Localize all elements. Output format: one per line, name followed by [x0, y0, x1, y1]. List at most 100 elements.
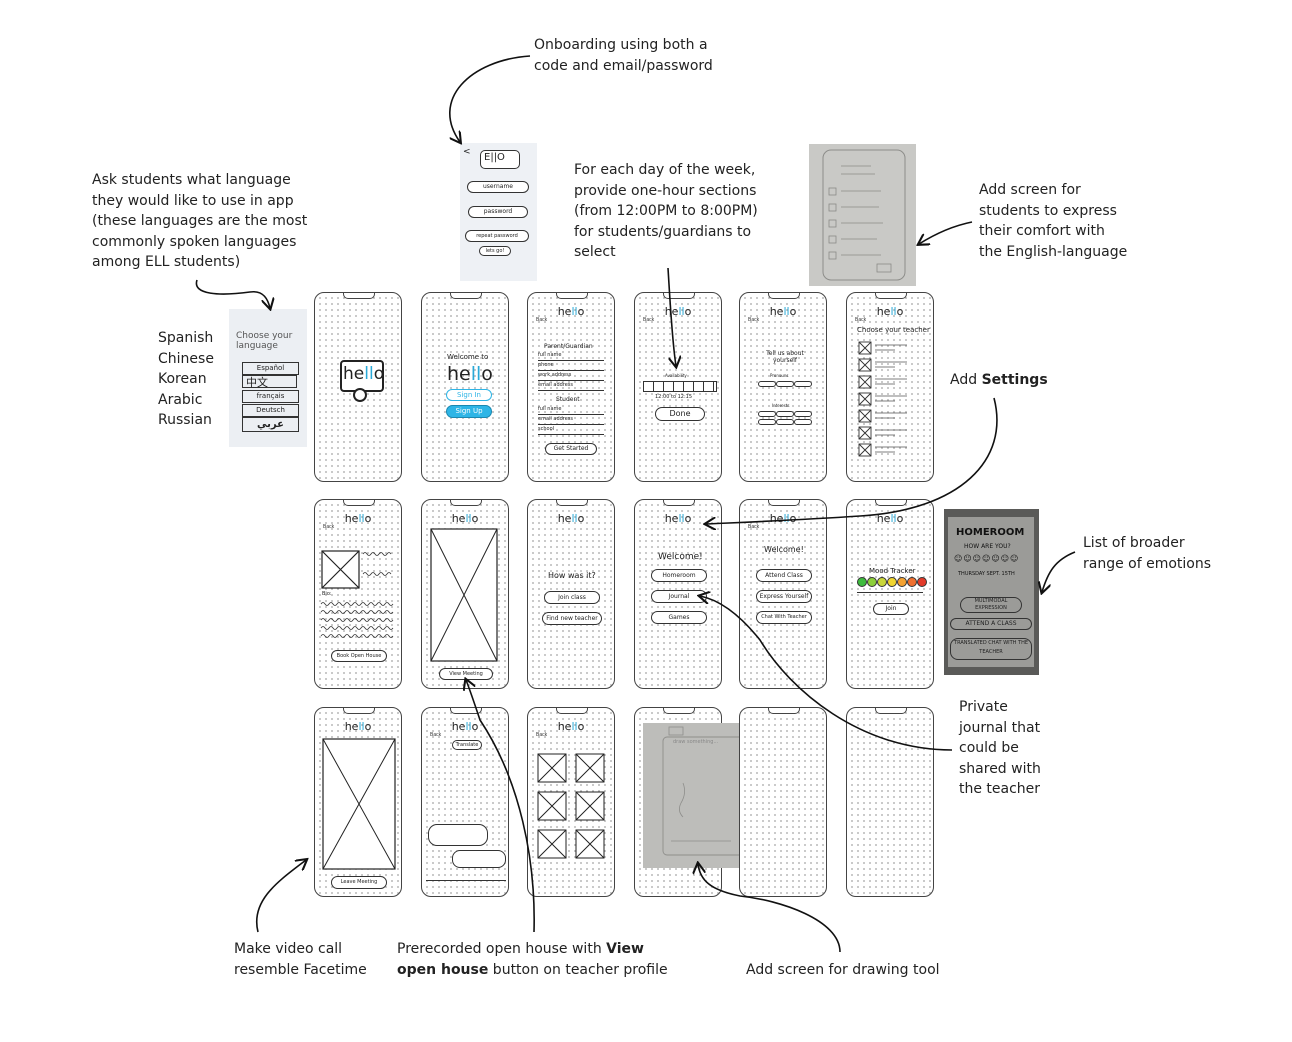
language-option-2: 中文 — [242, 375, 297, 389]
sign-up-button[interactable]: Sign Up — [446, 405, 492, 418]
profile-logo-o: o — [364, 512, 372, 525]
video-logo-he: he — [451, 512, 466, 525]
emotions-title: HOMEROOM — [956, 527, 1025, 538]
video-placeholder — [430, 528, 498, 662]
teacher-list-logo-ll: ll — [890, 305, 897, 318]
mood-logo: hello — [847, 512, 933, 525]
note-open-house-1: Prerecorded open house with — [397, 941, 607, 957]
about-pronoun-2[interactable] — [776, 381, 794, 387]
about-interest-6[interactable] — [794, 419, 812, 425]
about-interest-5[interactable] — [776, 419, 794, 425]
chat-back[interactable]: Back — [430, 732, 442, 738]
mood-face[interactable] — [917, 577, 927, 587]
mood-faces — [857, 577, 929, 587]
availability-done-button[interactable]: Done — [655, 407, 705, 421]
availability-back[interactable]: Back — [643, 317, 655, 323]
profile-photo-placeholder — [321, 550, 360, 589]
wireframe-availability: hello Back Availability 12:00 to 12:15 D… — [634, 292, 722, 482]
mood-logo-he: he — [876, 512, 891, 525]
chat-logo-he: he — [451, 720, 466, 733]
leave-meeting-button[interactable]: Leave Meeting — [331, 876, 387, 889]
note-availability: For each day of the week, provide one-ho… — [574, 162, 758, 260]
profile-logo-he: he — [344, 512, 359, 525]
attend-class-button[interactable]: Attend Class — [756, 569, 812, 582]
welcome-logo-o: o — [481, 363, 493, 385]
express-yourself-button[interactable]: Express Yourself — [756, 590, 812, 603]
homeroom-back[interactable]: Back — [748, 524, 760, 530]
home-logo-o: o — [684, 512, 692, 525]
about-interest-3[interactable] — [794, 411, 812, 417]
games-logo: hello — [528, 720, 614, 733]
welcome-logo: hello — [447, 363, 493, 385]
language-option-3: français — [242, 390, 299, 403]
note-drawing-tool: Add screen for drawing tool — [746, 962, 940, 978]
wireframe-splash: hello — [314, 292, 402, 482]
home-logo-he: he — [664, 512, 679, 525]
english-comfort-sketch — [822, 149, 906, 281]
get-started-button[interactable]: Get Started — [545, 443, 597, 455]
games-button[interactable]: Games — [651, 611, 707, 624]
about-interest-4[interactable] — [758, 419, 776, 425]
wireframe-homeroom: hello Back Welcome! Attend Class Express… — [739, 499, 827, 689]
profile-logo: hello — [315, 512, 401, 525]
teacher-list-logo-o: o — [896, 305, 904, 318]
about-pronoun-3[interactable] — [794, 381, 812, 387]
about-pronoun-1[interactable] — [758, 381, 776, 387]
book-open-house-button[interactable]: Book Open House — [331, 650, 387, 662]
availability-time: 12:00 to 12:15 — [655, 394, 693, 400]
about-back[interactable]: Back — [748, 317, 760, 323]
note-settings-prefix: Add — [950, 372, 982, 388]
registration-school: school — [538, 426, 555, 432]
note-settings-bold: Settings — [981, 372, 1048, 388]
about-interest-1[interactable] — [758, 411, 776, 417]
arrow-onboarding — [449, 55, 531, 142]
home-welcome: Welcome! — [658, 552, 703, 562]
teacher-list-items — [858, 341, 907, 457]
wireframe-video-call: hello Leave Meeting — [314, 707, 402, 897]
drawing-prompt: draw something... — [673, 739, 719, 745]
arrow-open-house — [466, 680, 535, 933]
mood-face[interactable] — [887, 577, 897, 587]
arrow-journal — [700, 596, 953, 751]
mood-join-button[interactable]: Join — [873, 603, 909, 615]
availability-day-grid — [643, 381, 717, 392]
feedback-title: How was it? — [548, 571, 596, 580]
sign-in-button[interactable]: Sign In — [446, 389, 492, 401]
chat-input-line — [426, 880, 506, 881]
games-back[interactable]: Back — [536, 732, 548, 738]
teacher-list-logo-he: he — [876, 305, 891, 318]
games-logo-o: o — [577, 720, 585, 733]
mood-face[interactable] — [877, 577, 887, 587]
wireframe-about: hello Back Tell us about yourself Pronou… — [739, 292, 827, 482]
registration-phone: phone — [538, 362, 554, 368]
home-logo: hello — [635, 512, 721, 525]
mood-face[interactable] — [857, 577, 867, 587]
journal-button[interactable]: Journal — [651, 590, 707, 603]
wireframe-welcome: Welcome to hello Sign In Sign Up — [421, 292, 509, 482]
mood-face[interactable] — [867, 577, 877, 587]
language-option-5: عربي — [242, 417, 299, 432]
homeroom-button[interactable]: Homeroom — [651, 569, 707, 582]
chat-with-teacher-button[interactable]: Chat With Teacher — [756, 611, 812, 624]
find-new-teacher-button[interactable]: Find new teacher — [542, 612, 602, 625]
video-logo-o: o — [471, 512, 479, 525]
profile-back[interactable]: Back — [323, 524, 335, 530]
emotions-date: THURSDAY SEPT. 15TH — [958, 571, 1015, 577]
emotions-subtitle: HOW ARE YOU? — [964, 543, 1011, 550]
video-logo-ll: ll — [465, 512, 472, 525]
join-class-button[interactable]: Join class — [544, 591, 600, 604]
mood-face[interactable] — [897, 577, 907, 587]
drawing-photo: draw something... — [643, 723, 750, 868]
registration-back[interactable]: Back — [536, 317, 548, 323]
back-arrow-icon: < — [463, 147, 471, 157]
note-english-comfort: Add screen for students to express their… — [979, 182, 1128, 260]
translate-button[interactable]: Translate — [452, 740, 482, 750]
registration-line — [538, 390, 604, 391]
splash-logo-he: he — [343, 364, 365, 384]
note-emotions: List of broader range of emotions — [1083, 535, 1212, 572]
about-interest-2[interactable] — [776, 411, 794, 417]
profile-logo-ll: ll — [358, 512, 365, 525]
mood-face[interactable] — [907, 577, 917, 587]
teacher-list-back[interactable]: Back — [855, 317, 867, 323]
